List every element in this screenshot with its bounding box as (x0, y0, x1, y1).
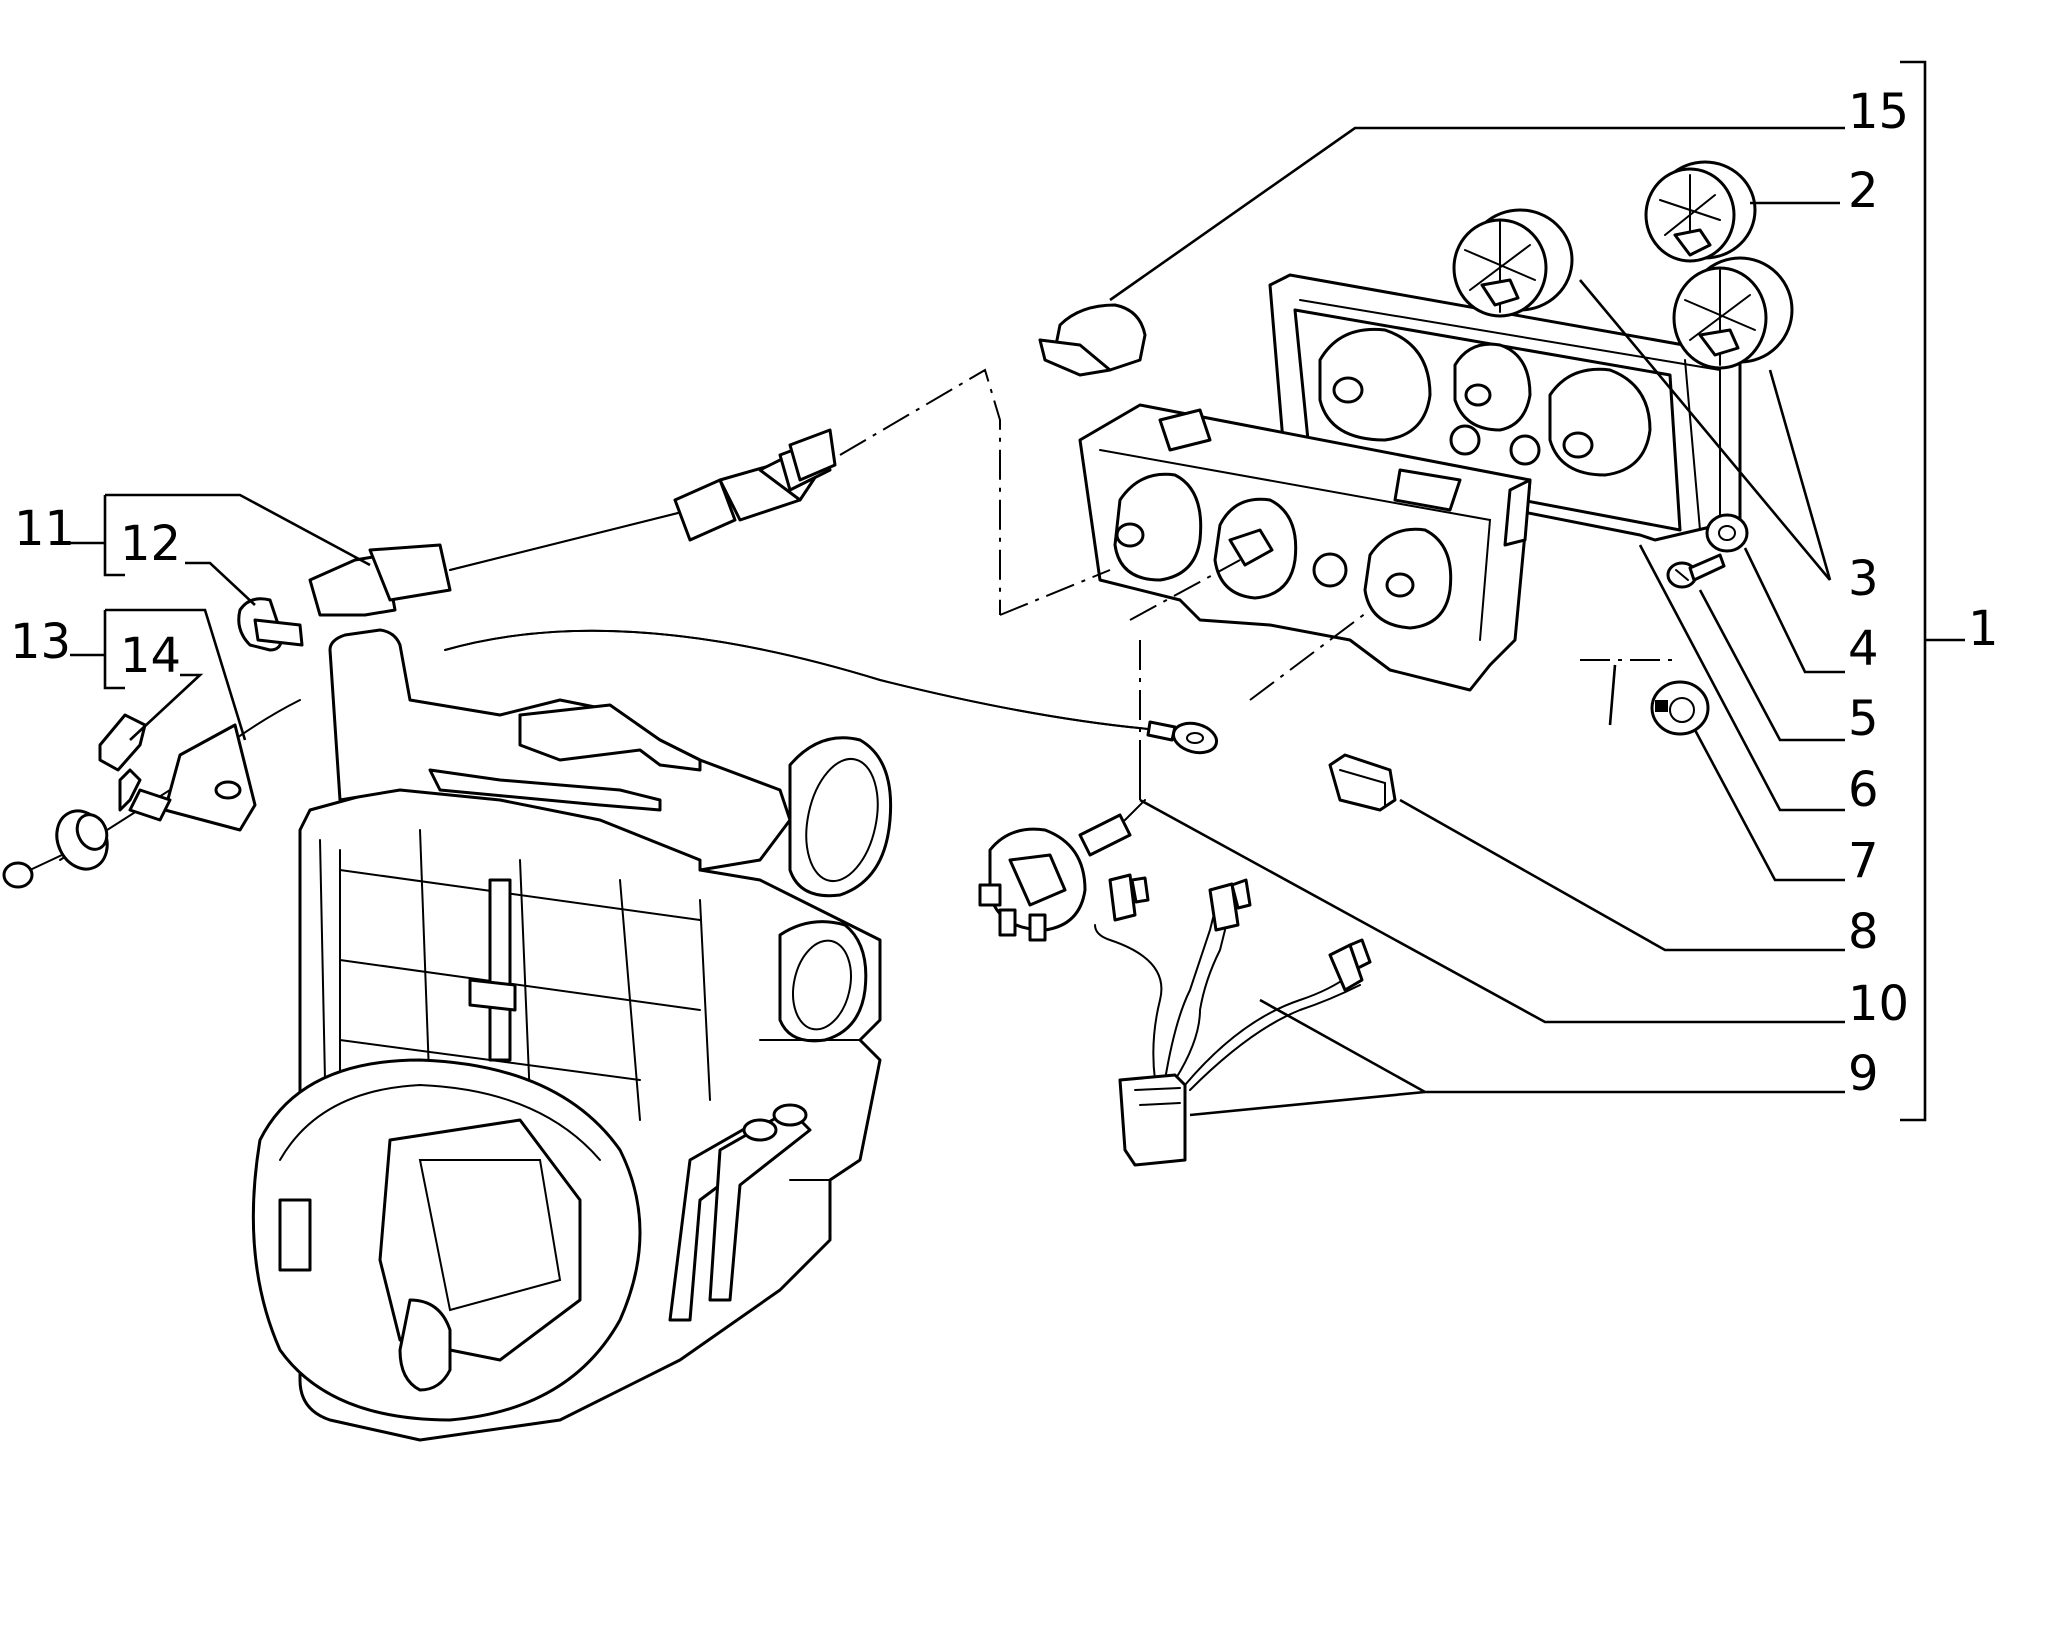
callout-9: 9 (1848, 1046, 1879, 1102)
upper-cable (237, 428, 837, 652)
callout-10: 10 (1848, 976, 1909, 1032)
callout-11: 11 (14, 501, 75, 557)
callout-4: 4 (1848, 621, 1879, 677)
knob-right (1672, 256, 1794, 370)
screw-5 (1666, 553, 1726, 589)
clip-8 (1328, 753, 1397, 812)
callout-6: 6 (1848, 762, 1879, 818)
switch-body (1078, 403, 1532, 692)
callout-14: 14 (120, 628, 181, 684)
callout-3: 3 (1848, 551, 1879, 607)
callout-15: 15 (1848, 84, 1909, 140)
callout-1: 1 (1968, 601, 1999, 657)
circlip-7 (1650, 680, 1710, 736)
callout-7: 7 (1848, 833, 1879, 889)
switch-unit-10 (978, 799, 1146, 942)
control-cable (2, 629, 1219, 889)
heater-housing (251, 628, 893, 1442)
callout-5: 5 (1848, 691, 1879, 747)
callout-2: 2 (1848, 163, 1879, 219)
callout-8: 8 (1848, 904, 1879, 960)
knob-upper (1644, 160, 1757, 263)
knob-left (1452, 208, 1574, 318)
clip-15 (1038, 303, 1147, 377)
callout-labels: 15 2 3 4 5 6 7 8 10 9 1 11 12 13 14 (10, 84, 1999, 1102)
callout-leaders (70, 60, 1965, 1122)
washer-4 (1705, 513, 1749, 553)
callout-13: 13 (10, 614, 71, 670)
wiring-harness-9 (1094, 873, 1372, 1167)
callout-12: 12 (120, 516, 181, 572)
